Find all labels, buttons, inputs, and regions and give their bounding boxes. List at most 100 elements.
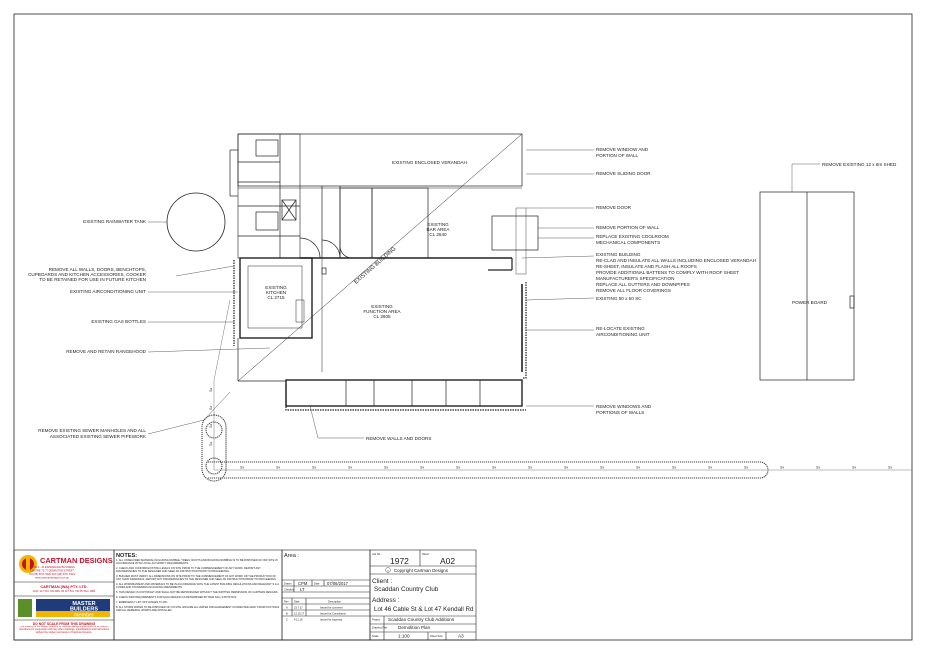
svg-text:MECHANICAL COMPONENTS: MECHANICAL COMPONENTS xyxy=(596,240,660,245)
right-annotations: REMOVE WINDOW AND PORTION OF WALL REMOVE… xyxy=(596,147,897,415)
svg-text:REPLACE ALL GUTTERS AND DOWNPI: REPLACE ALL GUTTERS AND DOWNPIPES xyxy=(596,282,690,287)
svg-text:KITCHEN: KITCHEN xyxy=(266,290,286,295)
sewer-mark: Sx xyxy=(240,466,244,470)
notes-title: NOTES: xyxy=(116,553,137,559)
svg-text:Checked: Checked xyxy=(284,588,295,592)
svg-text:REMOVE ALL WALLS, DOORS, BENCH: REMOVE ALL WALLS, DOORS, BENCHTOPS, xyxy=(49,267,146,272)
job-number: 1972 xyxy=(390,556,409,566)
svg-text:4.11.18: 4.11.18 xyxy=(294,618,303,622)
note-item: 1. ALL UNSECURED MATERIAL INCLUDING RUBB… xyxy=(116,559,278,565)
svg-text:C: C xyxy=(286,618,288,622)
title-block xyxy=(281,549,477,641)
sewer-mark: Sx xyxy=(209,388,213,392)
drawing-title: Demolition Plan xyxy=(398,625,431,630)
svg-text:CL 2605: CL 2605 xyxy=(373,314,391,319)
svg-text:Job No.: Job No. xyxy=(372,552,381,556)
verandah-label: EXISTING ENCLOSED VERANDAH xyxy=(392,160,467,165)
sewer-pipework xyxy=(201,414,769,482)
svg-text:PORTION OF WALL: PORTION OF WALL xyxy=(596,153,639,158)
company-entity: CARTMAN (WA) PTY. LTD. xyxy=(40,585,87,589)
svg-text:EXISTING 50 x 50 SC: EXISTING 50 x 50 SC xyxy=(596,296,642,301)
svg-text:RE-LOCATE EXISTING: RE-LOCATE EXISTING xyxy=(596,326,645,331)
project-name: Scaddan Country Club Additions xyxy=(388,617,455,622)
checked-by: LT xyxy=(300,587,305,592)
svg-text:Issued for Approval: Issued for Approval xyxy=(320,618,343,622)
sewer-mark: Sx xyxy=(744,466,748,470)
svg-text:12.10.17: 12.10.17 xyxy=(294,612,305,616)
svg-text:REMOVE AND RETAIN RANGEHOOD: REMOVE AND RETAIN RANGEHOOD xyxy=(66,349,146,354)
left-annotations: EXISTING RAINWATER TANK REMOVE ALL WALLS… xyxy=(28,219,147,439)
leader-lines xyxy=(147,149,820,439)
shed xyxy=(759,191,855,381)
svg-text:REMOVE WINDOWS AND: REMOVE WINDOWS AND xyxy=(596,404,652,409)
svg-text:A: A xyxy=(286,606,288,610)
site-address: Lot 46 Cable St & Lot 47 Kendall Rd xyxy=(374,606,474,613)
svg-text:CL 2640: CL 2640 xyxy=(429,232,447,237)
svg-text:TO BE RETAINED FOR USE IN FUTU: TO BE RETAINED FOR USE IN FUTURE KITCHEN xyxy=(39,277,146,282)
company-logo-icon xyxy=(19,555,37,573)
note-item: 6. CHECK R&W REQUIREMENTS FOR EACH REGIO… xyxy=(116,596,237,599)
svg-text:Date: Date xyxy=(314,582,320,586)
note-item: 2. CHECK AND CONFIRM EXISTING LEVELS ON … xyxy=(116,567,261,573)
svg-text:Drawn: Drawn xyxy=(284,582,292,586)
sewer-mark: Sx xyxy=(528,466,532,470)
remove-walls-doors-label: REMOVE WALLS AND DOORS xyxy=(366,436,431,441)
sewer-mark: Sx xyxy=(492,466,496,470)
revision-table: A 23.7.17 Issued for comment B 12.10.17 … xyxy=(286,606,347,622)
svg-text:member: member xyxy=(74,613,94,619)
sewer-mark: Sx xyxy=(209,442,213,446)
sewer-mark: Sx xyxy=(708,466,712,470)
svg-text:REMOVE DOOR: REMOVE DOOR xyxy=(596,205,632,210)
svg-text:ASSOCIATED EXISTING SEWER PIPE: ASSOCIATED EXISTING SEWER PIPEWORK xyxy=(50,434,147,439)
function-area-hatch xyxy=(233,260,527,411)
rainwater-tank xyxy=(166,192,226,252)
sewer-mark: Sx xyxy=(456,466,460,470)
svg-text:EXISTING: EXISTING xyxy=(427,222,449,227)
svg-text:REMOVE EXISTING SEWER MANHOLES: REMOVE EXISTING SEWER MANHOLES AND ALL xyxy=(38,428,146,433)
svg-text:EXISTING RAINWATER TANK: EXISTING RAINWATER TANK xyxy=(83,219,147,224)
svg-text:CL 2715: CL 2715 xyxy=(267,295,285,300)
svg-text:www.cartmandesigns.com.au: www.cartmandesigns.com.au xyxy=(35,576,69,580)
kitchen-label: EXISTING KITCHEN CL 2715 xyxy=(265,285,287,300)
verandah-outline xyxy=(237,133,523,187)
master-builders-logo-icon xyxy=(18,599,110,617)
sheet-border xyxy=(13,13,913,641)
sewer-mark: Sx xyxy=(564,466,568,470)
note-item: 5. THIS DESIGN IS COPYRIGHT AND SHALL NO… xyxy=(116,591,279,594)
svg-text:Sheet: Sheet xyxy=(422,552,429,556)
notes-list: 1. ALL UNSECURED MATERIAL INCLUDING RUBB… xyxy=(116,559,280,612)
sewer-mark: Sx xyxy=(209,406,213,410)
svg-text:Issued for Consultants: Issued for Consultants xyxy=(320,612,347,616)
area-label: Area : xyxy=(284,553,299,559)
sewer-mark: Sx xyxy=(852,466,856,470)
sewer-mark: Sx xyxy=(209,424,213,428)
svg-text:SUITE 2 - 10 ESPERANCE BUSINES: SUITE 2 - 10 ESPERANCE BUSINESS xyxy=(29,565,75,569)
note-item: 4. ALL WORKMANSHIP AND MATERIALS TO BE I… xyxy=(116,583,280,589)
sewer-centreline xyxy=(213,299,912,471)
copyright-text: Copyright Cartman Designs xyxy=(394,568,449,573)
copyright-icon: c xyxy=(385,567,391,573)
svg-text:PORTIONS OF WALLS: PORTIONS OF WALLS xyxy=(596,410,644,415)
sewer-mark: Sx xyxy=(636,466,640,470)
company-name: CARTMAN DESIGNS xyxy=(40,556,113,565)
building-plan xyxy=(229,133,539,407)
svg-text:REPLACE EXISTING COOLROOM: REPLACE EXISTING COOLROOM xyxy=(596,234,669,239)
svg-text:PH (08) 9071 5220 FAX (08) 907: PH (08) 9071 5220 FAX (08) 9071 5223 xyxy=(29,572,75,576)
note-item: 8. ALL STORM WATER TO BE DISPOSED OF ON … xyxy=(116,606,280,612)
sewer-mark: Sx xyxy=(600,466,604,470)
svg-text:Drawing Title: Drawing Title xyxy=(372,626,388,630)
svg-text:PROVIDE ADDITIONAL BATTENS TO: PROVIDE ADDITIONAL BATTENS TO COMPLY WIT… xyxy=(596,270,739,275)
svg-text:REMOVE SLIDING DOOR: REMOVE SLIDING DOOR xyxy=(596,171,651,176)
svg-text:CUPBOARDS AND KITCHEN ACCESSOR: CUPBOARDS AND KITCHEN ACCESSORIES, COOKE… xyxy=(28,272,147,277)
copyright-warning-text: This drawing is the design property of C… xyxy=(18,626,110,634)
svg-text:Date: Date xyxy=(294,600,300,604)
svg-text:EXISTING AIRCONDITIONING UNIT: EXISTING AIRCONDITIONING UNIT xyxy=(70,289,146,294)
svg-text:EXISTING GAS BOTTLES: EXISTING GAS BOTTLES xyxy=(91,319,146,324)
coolroom xyxy=(491,215,539,251)
svg-text:Address :: Address : xyxy=(372,597,400,604)
company-block: CARTMAN DESIGNS SUITE 2 - 10 ESPERANCE B… xyxy=(13,549,115,641)
svg-text:MASTER: MASTER xyxy=(72,601,95,607)
company-abn: ACN: 117 531 730 ABN: 82 117 531 730 PO … xyxy=(33,589,96,593)
